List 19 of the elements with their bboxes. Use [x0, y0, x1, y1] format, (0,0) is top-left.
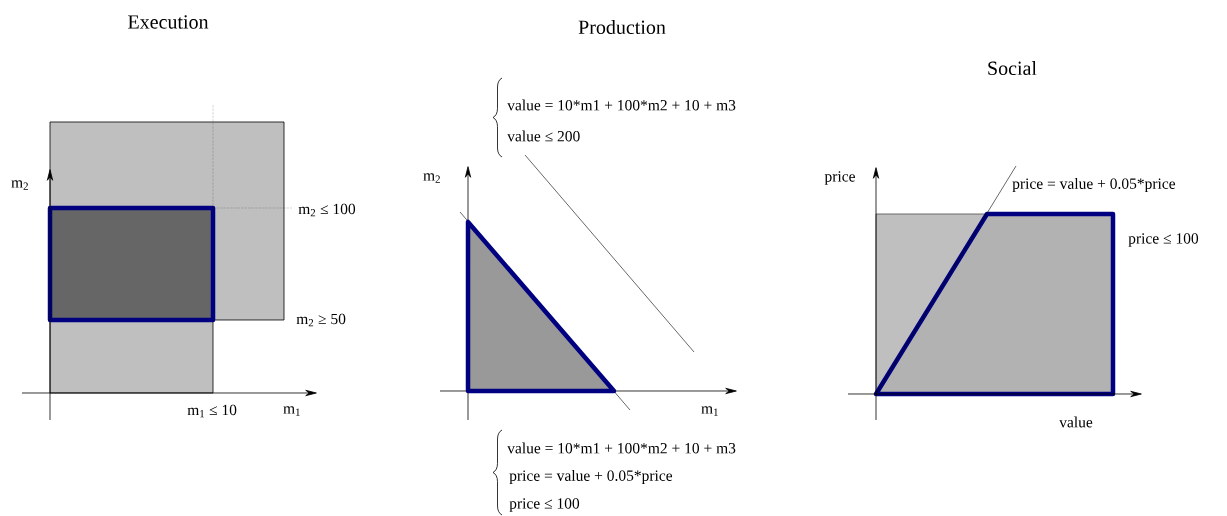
axis-label: m$_{2}$: [11, 180, 28, 190]
constraint-label: m$_{1}$ ≤ 10: [187, 404, 237, 418]
constraint-text: price ≤ 100: [509, 498, 580, 512]
axis-label: m$_{1}$: [283, 406, 300, 416]
constraint-label: price ≤ 100: [1128, 233, 1199, 247]
constraint-label: m$_{2}$ ≥ 50: [296, 313, 346, 327]
constraint-label: m$_{2}$ ≤ 100: [298, 203, 356, 217]
panel-title: Production: [578, 19, 666, 35]
panel-title: Execution: [128, 15, 209, 29]
constraint-label: price = value + 0.05*price: [1012, 177, 1176, 192]
axis-label: value: [1059, 416, 1093, 428]
axis-label: m$_{2}$: [423, 173, 440, 183]
axis-label: m$_{1}$: [701, 406, 718, 416]
axis-label: price: [824, 171, 855, 185]
constraint-text: value = 10*m1 + 100*m2 + 10 + m3: [507, 442, 736, 454]
constraint-text: price = value + 0.05*price: [509, 469, 673, 484]
constraint-text: value = 10*m1 + 100*m2 + 10 + m3: [507, 99, 736, 111]
panel-title: Social: [988, 60, 1037, 76]
constraint-text: value ≤ 200: [507, 130, 580, 142]
